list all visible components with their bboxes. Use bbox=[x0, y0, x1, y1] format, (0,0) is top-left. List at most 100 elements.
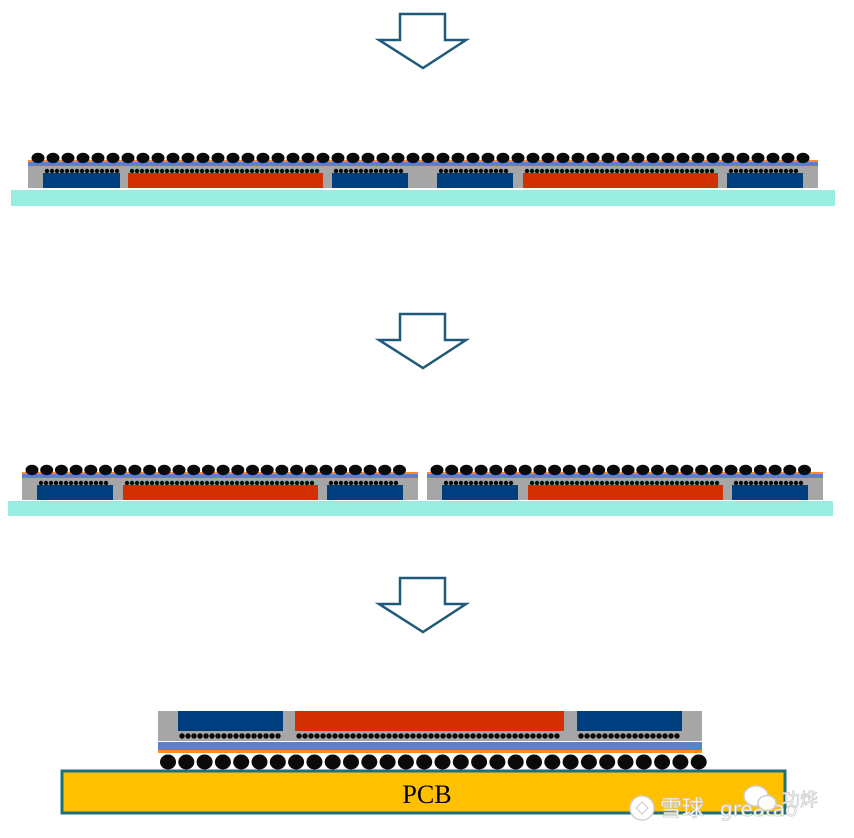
solder-ball bbox=[214, 754, 231, 770]
solder-ball bbox=[690, 754, 707, 770]
micro-bump bbox=[470, 733, 476, 739]
micro-bump bbox=[659, 480, 665, 486]
micro-bump bbox=[257, 733, 263, 739]
micro-bump bbox=[63, 480, 69, 486]
micro-bump bbox=[624, 168, 630, 174]
micro-bump bbox=[229, 168, 235, 174]
solder-ball bbox=[541, 152, 555, 164]
micro-bump bbox=[654, 480, 660, 486]
solder-ball bbox=[783, 464, 797, 476]
micro-bump bbox=[416, 733, 422, 739]
micro-bump bbox=[68, 480, 74, 486]
solder-ball bbox=[766, 152, 780, 164]
solder-ball bbox=[361, 754, 378, 770]
micro-bump bbox=[602, 733, 608, 739]
solder-ball bbox=[481, 152, 495, 164]
micro-bump bbox=[604, 480, 610, 486]
micro-bump bbox=[783, 480, 789, 486]
micro-bump bbox=[644, 480, 650, 486]
micro-bump bbox=[245, 733, 251, 739]
micro-bump bbox=[554, 480, 560, 486]
micro-bump bbox=[373, 168, 379, 174]
micro-bump bbox=[392, 733, 398, 739]
solder-ball bbox=[580, 754, 597, 770]
micro-bump bbox=[326, 733, 332, 739]
micro-bump bbox=[694, 168, 700, 174]
micro-bump bbox=[264, 480, 270, 486]
solder-ball bbox=[430, 464, 444, 476]
micro-bump bbox=[393, 480, 399, 486]
micro-bump bbox=[689, 168, 695, 174]
micro-bump bbox=[294, 480, 300, 486]
solder-ball bbox=[577, 464, 591, 476]
solder-ball bbox=[507, 754, 524, 770]
micro-bump bbox=[279, 168, 285, 174]
micro-bump bbox=[299, 480, 305, 486]
micro-bump bbox=[609, 480, 615, 486]
micro-bump bbox=[94, 168, 100, 174]
micro-bump bbox=[79, 168, 85, 174]
micro-bump bbox=[544, 168, 550, 174]
solder-ball bbox=[672, 754, 689, 770]
micro-bump bbox=[373, 480, 379, 486]
micro-bump bbox=[579, 480, 585, 486]
micro-bump bbox=[393, 168, 399, 174]
micro-bump bbox=[488, 733, 494, 739]
micro-bump bbox=[738, 480, 744, 486]
micro-bump bbox=[669, 480, 675, 486]
micro-bump bbox=[743, 168, 749, 174]
arrow-down-icon-1 bbox=[374, 12, 471, 70]
micro-bump bbox=[104, 168, 110, 174]
micro-bump bbox=[584, 168, 590, 174]
solder-ball bbox=[544, 754, 561, 770]
micro-bump bbox=[214, 480, 220, 486]
micro-bump bbox=[488, 168, 494, 174]
micro-bump bbox=[549, 168, 555, 174]
micro-bump bbox=[574, 480, 580, 486]
micro-bump bbox=[348, 480, 354, 486]
solder-ball bbox=[406, 152, 420, 164]
solder-ball bbox=[172, 464, 186, 476]
watermark-author: 功烨 bbox=[782, 790, 818, 811]
solder-ball bbox=[526, 152, 540, 164]
solder-ball bbox=[798, 464, 811, 476]
micro-bump bbox=[398, 168, 404, 174]
micro-bump bbox=[269, 168, 275, 174]
solder-ball bbox=[201, 464, 215, 476]
wechat-icon bbox=[743, 785, 777, 812]
solder-ball bbox=[556, 152, 570, 164]
micro-bump bbox=[539, 168, 545, 174]
solder-ball bbox=[157, 464, 171, 476]
micro-bump bbox=[542, 733, 548, 739]
solder-ball bbox=[99, 464, 112, 476]
solder-ball bbox=[452, 754, 469, 770]
micro-bump bbox=[74, 168, 80, 174]
micro-bump bbox=[296, 733, 302, 739]
solder-ball bbox=[695, 464, 709, 476]
solder-ball bbox=[246, 464, 259, 476]
micro-bump bbox=[254, 480, 260, 486]
solder-ball bbox=[31, 152, 45, 164]
micro-bump bbox=[464, 733, 470, 739]
micro-bump bbox=[639, 168, 645, 174]
micro-bump bbox=[358, 480, 364, 486]
solder-ball bbox=[290, 464, 304, 476]
micro-bump bbox=[468, 168, 474, 174]
micro-bump bbox=[144, 168, 150, 174]
solder-ball bbox=[504, 464, 517, 476]
solder-ball bbox=[654, 754, 671, 770]
micro-bump bbox=[608, 733, 614, 739]
micro-bump bbox=[378, 480, 384, 486]
micro-bump bbox=[604, 168, 610, 174]
micro-bump bbox=[194, 480, 200, 486]
solder-ball bbox=[721, 152, 735, 164]
micro-bump bbox=[84, 168, 90, 174]
micro-bump bbox=[554, 168, 560, 174]
micro-bump bbox=[579, 168, 585, 174]
solder-ball bbox=[306, 754, 323, 770]
die-blue bbox=[332, 173, 408, 188]
micro-bump bbox=[343, 480, 349, 486]
die-blue bbox=[327, 485, 403, 500]
micro-bump bbox=[89, 168, 95, 174]
micro-bump bbox=[674, 480, 680, 486]
